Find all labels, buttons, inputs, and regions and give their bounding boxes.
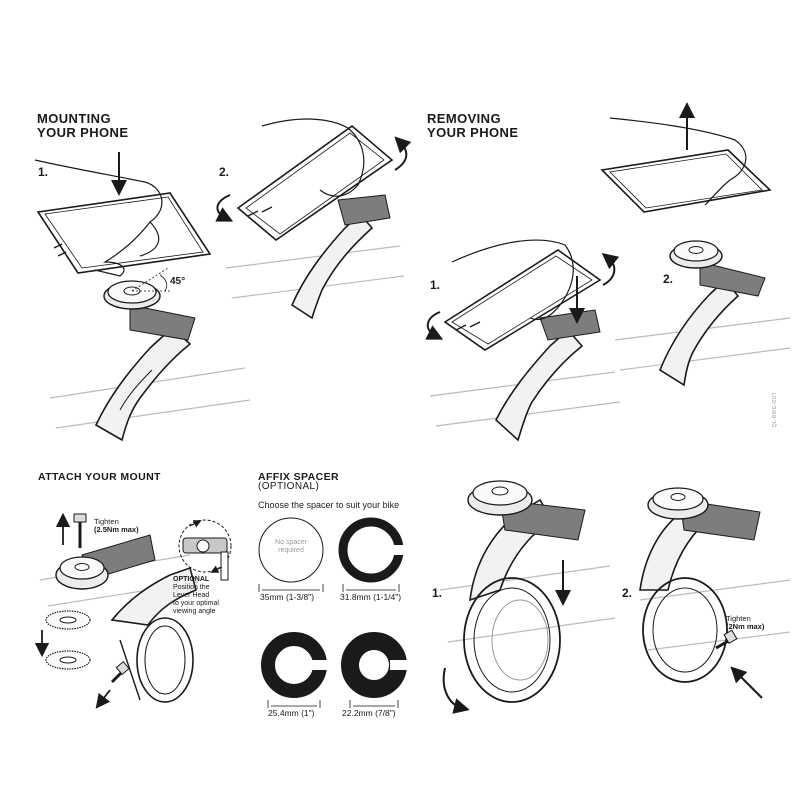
phone <box>443 249 602 351</box>
install-step1-label: 1. <box>432 586 443 600</box>
nut <box>45 650 91 670</box>
spacer-ring-22-2mm <box>341 632 414 698</box>
attach-tighten-value: (2.5Nm max) <box>94 525 139 534</box>
removing-step2-label: 2. <box>663 272 674 286</box>
spacer-options <box>258 517 414 708</box>
screw <box>715 629 738 650</box>
install-tighten-note: Tighten (2Nm max) <box>726 615 764 631</box>
spacer-ring-31-8mm <box>338 517 407 583</box>
removing-heading-line2: YOUR PHONE <box>427 125 519 140</box>
angle-guide <box>131 267 172 292</box>
rotate-clamp-arrow <box>442 667 470 714</box>
no-spacer-line: required <box>278 547 304 554</box>
attach-tighten-label: Tighten <box>94 517 119 526</box>
spacer-ring-25-4mm <box>261 632 333 698</box>
up-arrow <box>730 666 763 699</box>
mounting-step1-label: 1. <box>38 165 49 179</box>
rotate-arrow-left <box>425 311 444 340</box>
hand <box>261 118 365 197</box>
lever-plate <box>539 309 601 341</box>
removing-heading-line1: REMOVING <box>427 111 501 126</box>
mount-arm <box>290 212 374 320</box>
no-spacer-line: No spacer <box>275 539 307 546</box>
mount-head <box>669 240 723 269</box>
removing-step1-label: 1. <box>430 278 441 292</box>
mounting-heading-line2: YOUR PHONE <box>37 125 129 140</box>
optional-note: OPTIONAL Position the Lever Head to your… <box>173 576 219 616</box>
washer <box>45 610 91 630</box>
mounting-step2-illustration <box>215 118 412 320</box>
removing-heading: REMOVING YOUR PHONE <box>427 112 518 140</box>
no-spacer-circle <box>258 517 324 583</box>
clamp-ring <box>136 617 194 703</box>
spacer-instruction: Choose the spacer to suit your bike <box>258 500 400 510</box>
optional-rotation-diagram <box>178 519 232 581</box>
side-code: QL-BIKE-OUT <box>772 392 778 428</box>
screw-arrow <box>95 689 111 709</box>
hand <box>34 159 163 277</box>
hand <box>609 117 747 206</box>
phone <box>600 149 772 213</box>
optional-note-line: to your optimal <box>173 600 219 607</box>
spacer-size-label: 25.4mm (1") <box>268 708 315 718</box>
lever-plate <box>337 194 391 226</box>
clamp-ring <box>642 577 728 683</box>
optional-note-line: Position the <box>173 584 210 591</box>
optional-note-title: OPTIONAL <box>173 576 210 583</box>
mount-head <box>55 556 109 590</box>
mount-arm <box>110 566 197 703</box>
mount-arm <box>94 326 192 442</box>
removing-step2-illustration <box>600 102 791 387</box>
mount-arm <box>495 328 584 442</box>
removing-step1-illustration <box>425 239 621 442</box>
attach-tighten-note: Tighten (2.5Nm max) <box>94 518 139 534</box>
mounting-heading: MOUNTING YOUR PHONE <box>37 112 128 140</box>
mount-head <box>103 280 161 310</box>
spacer-size-label: 22.2mm (7/8") <box>342 708 396 718</box>
rotate-arrow-right <box>394 136 412 171</box>
install-tighten-value: (2Nm max) <box>726 622 765 631</box>
spacer-heading: AFFIX SPACER <box>258 471 340 483</box>
mount-arm <box>659 278 740 387</box>
bolt <box>73 513 87 548</box>
install-step1-illustration <box>439 480 616 714</box>
optional-note-line: viewing angle <box>173 608 216 615</box>
rotate-arrow-left <box>215 194 234 222</box>
angle-label: 45° <box>170 276 186 287</box>
phone <box>236 124 394 242</box>
hand <box>451 239 574 321</box>
mounting-heading-line1: MOUNTING <box>37 111 111 126</box>
screw <box>110 661 130 684</box>
attach-mount-illustration <box>34 512 199 709</box>
spacer-size-label: 35mm (1-3/8") <box>260 592 315 602</box>
install-step2-illustration <box>639 487 791 699</box>
mounting-step2-label: 2. <box>219 165 230 179</box>
mount-head <box>647 487 709 520</box>
mount-head <box>467 480 533 516</box>
clamp-ring <box>463 577 561 703</box>
attach-heading: ATTACH YOUR MOUNT <box>38 471 161 483</box>
handlebar <box>439 565 616 643</box>
optional-note-line: Lever Head <box>173 592 210 599</box>
dimension-lines <box>258 584 400 708</box>
mounting-step1-illustration <box>34 152 251 442</box>
spacer-size-label: 31.8mm (1-1/4") <box>340 592 402 602</box>
install-tighten-label: Tighten <box>726 614 751 623</box>
no-spacer-label: No spacer required <box>261 539 321 555</box>
lever-plate <box>699 261 766 297</box>
rotate-arrow-right <box>601 252 620 286</box>
install-step2-label: 2. <box>622 586 633 600</box>
lever-plate <box>129 304 196 341</box>
phone <box>36 192 212 274</box>
spacer-subheading: (OPTIONAL) <box>258 481 320 492</box>
